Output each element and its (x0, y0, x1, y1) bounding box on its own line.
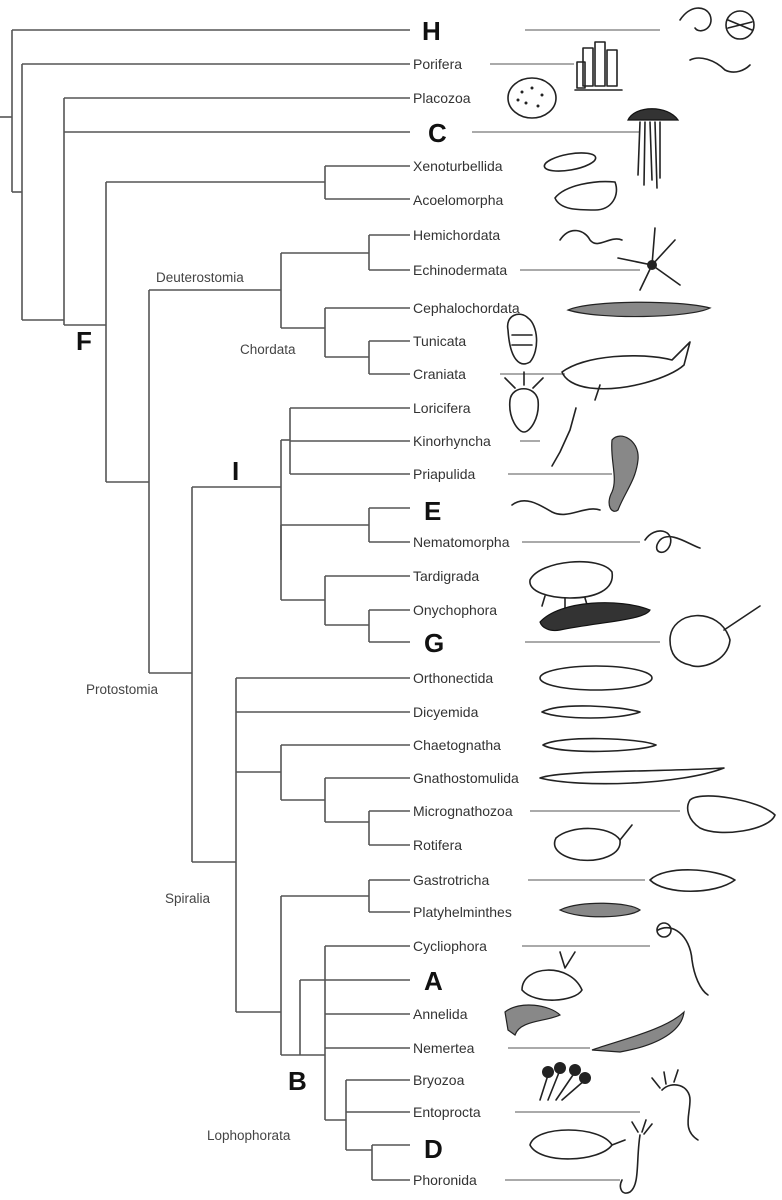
xenoturbellida-illustration (543, 152, 597, 172)
gastrotrich-illustration (649, 869, 736, 893)
ribbon-worm-illustration (591, 1010, 685, 1053)
orthonectid-illustration (539, 665, 653, 691)
brittle-star-illustration (617, 227, 681, 291)
sponge-illustration (574, 41, 623, 91)
tunicate-illustration (506, 313, 538, 365)
loricifera-illustration (504, 371, 544, 433)
label-hemichordata: Hemichordata (413, 227, 500, 243)
lancelet-illustration (566, 301, 712, 318)
label-loricifera: Loricifera (413, 400, 471, 416)
letter-h: H (422, 16, 441, 46)
jellyfish-illustration (627, 108, 680, 189)
letter-b: B (288, 1066, 307, 1096)
clade-lophophorata: Lophophorata (207, 1128, 291, 1143)
bryozoan-illustration (539, 1062, 591, 1101)
label-gnathostomulida: Gnathostomulida (413, 770, 519, 786)
dicyemid-illustration (541, 705, 641, 719)
leader-lines (472, 29, 680, 1181)
clade-deuterostomia: Deuterostomia (156, 270, 244, 285)
letter-a: A (424, 966, 443, 996)
rotifer-illustration (553, 824, 633, 862)
kinorhynch-illustration (551, 407, 577, 467)
label-entoprocta: Entoprocta (413, 1104, 481, 1120)
gnathostomulid-illustration (539, 767, 725, 785)
worm-coil-illustration (679, 7, 755, 73)
label-nemertea: Nemertea (413, 1040, 475, 1056)
worm-e-illustration (511, 500, 601, 516)
letter-labels: H C F I E G A B D (76, 16, 447, 1164)
label-porifera: Porifera (413, 56, 462, 72)
acoel-illustration (554, 180, 618, 211)
phoronid-illustration (619, 1119, 653, 1194)
label-onychophora: Onychophora (413, 602, 497, 618)
tardigrade-illustration (529, 560, 613, 609)
label-phoronida: Phoronida (413, 1172, 477, 1188)
label-chaetognatha: Chaetognatha (413, 737, 501, 753)
letter-d: D (424, 1134, 443, 1164)
label-kinorhyncha: Kinorhyncha (413, 433, 491, 449)
label-gastrotricha: Gastrotricha (413, 872, 489, 888)
letter-g: G (424, 628, 444, 658)
label-annelida: Annelida (413, 1006, 468, 1022)
horseshoe-crab-illustration (669, 605, 761, 668)
clade-protostomia: Protostomia (86, 682, 159, 697)
label-bryozoa: Bryozoa (413, 1072, 465, 1088)
letter-i: I (232, 456, 239, 486)
tree-branches (0, 29, 410, 1181)
label-placozoa: Placozoa (413, 90, 471, 106)
label-craniata: Craniata (413, 366, 466, 382)
flatworm-illustration (558, 902, 641, 918)
entoproct-illustration (651, 1069, 699, 1141)
letter-e: E (424, 496, 441, 526)
velvet-worm-illustration (539, 602, 651, 632)
label-rotifera: Rotifera (413, 837, 462, 853)
priapulid-illustration (608, 435, 639, 512)
annelid-illustration (504, 1004, 562, 1036)
horsehair-worm-illustration (644, 530, 701, 554)
label-tardigrada: Tardigrada (413, 568, 479, 584)
micrognathozoan-illustration (686, 795, 776, 834)
bivalve-illustration (521, 951, 583, 1001)
brachiopod-illustration (529, 1129, 626, 1160)
acorn-worm-illustration (559, 229, 623, 245)
label-micrognathozoa: Micrognathozoa (413, 803, 513, 819)
label-priapulida: Priapulida (413, 466, 475, 482)
placozoa-illustration (507, 77, 557, 119)
arrow-worm-illustration (542, 737, 657, 753)
clade-spiralia: Spiralia (165, 891, 211, 906)
label-echinodermata: Echinodermata (413, 262, 507, 278)
clade-chordata: Chordata (240, 342, 296, 357)
taxon-labels: Porifera Placozoa Xenoturbellida Acoelom… (413, 56, 520, 1188)
label-dicyemida: Dicyemida (413, 704, 479, 720)
cycliophoran-illustration (656, 922, 709, 996)
clade-labels: Deuterostomia Chordata Protostomia Spira… (86, 270, 296, 1143)
label-acoelomorpha: Acoelomorpha (413, 192, 503, 208)
letter-c: C (428, 118, 447, 148)
label-nematomorpha: Nematomorpha (413, 534, 510, 550)
letter-f: F (76, 326, 92, 356)
label-cephalochordata: Cephalochordata (413, 300, 520, 316)
label-orthonectida: Orthonectida (413, 670, 493, 686)
label-cycliophora: Cycliophora (413, 938, 487, 954)
whale-illustration (561, 341, 691, 401)
animal-illustrations (504, 7, 776, 1194)
label-platyhelminthes: Platyhelminthes (413, 904, 512, 920)
label-xenoturbellida: Xenoturbellida (413, 158, 503, 174)
label-tunicata: Tunicata (413, 333, 466, 349)
